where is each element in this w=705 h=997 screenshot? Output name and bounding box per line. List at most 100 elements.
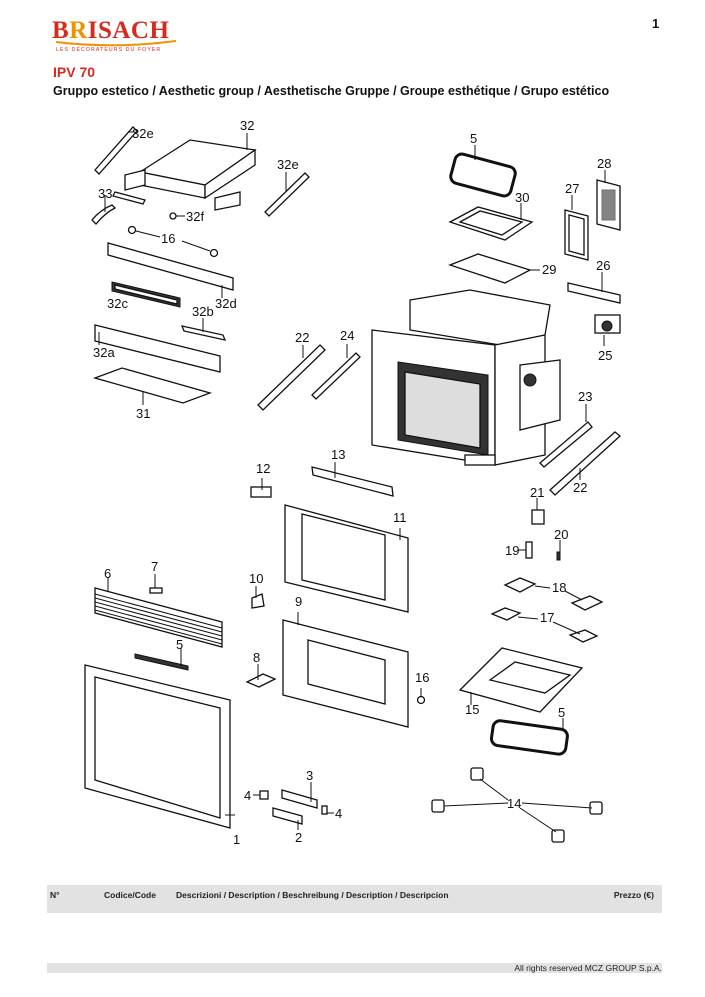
part-9-glass-door — [282, 612, 409, 728]
callout-24: 24 — [340, 328, 354, 343]
logo-letters-isach: ISACH — [87, 17, 170, 44]
logo-wordmark: BRISACH — [52, 18, 169, 44]
part-11-door-frame — [284, 504, 409, 613]
part-4-clips — [253, 790, 334, 815]
part-1-frame — [84, 664, 235, 829]
callout-32f: 32f — [186, 209, 204, 224]
parts-table-header: N° Codice/Code Descrizioni / Description… — [47, 885, 662, 913]
callout-9: 9 — [295, 594, 302, 609]
callout-32a: 32a — [93, 345, 115, 360]
part-16-screws — [127, 225, 219, 258]
callout-27: 27 — [565, 181, 579, 196]
part-19-clip — [518, 541, 533, 559]
callout-4a: 4 — [244, 788, 251, 803]
callout-8: 8 — [253, 650, 260, 665]
part-23-bracket — [539, 404, 593, 468]
part-17-plates — [490, 607, 599, 643]
logo-tagline: LES DÉCORATEURS DU FOYER — [56, 47, 162, 53]
callout-22-left: 22 — [295, 330, 309, 345]
stove-body — [371, 289, 561, 466]
part-8-plate — [245, 664, 277, 688]
part-22-left-rail — [257, 344, 326, 411]
part-28-plate — [596, 170, 621, 231]
part-30-flange — [448, 203, 534, 241]
part-32-hood — [124, 133, 257, 211]
diagram-svg: 1 2 3 4 4 5 5 5 6 7 8 9 10 11 12 13 14 1… — [84, 118, 622, 847]
part-6-grille — [94, 578, 223, 648]
logo-letter-b: B — [52, 17, 70, 44]
callout-32c: 32c — [107, 296, 128, 311]
brisach-logo: BRISACH LES DÉCORATEURS DU FOYER — [52, 18, 182, 58]
part-12-hinge — [250, 478, 272, 498]
callout-29: 29 — [542, 262, 556, 277]
part-5-gasket-strip — [134, 648, 189, 671]
column-code: Codice/Code — [104, 890, 156, 900]
part-32f-screw — [169, 212, 185, 220]
callout-19: 19 — [505, 543, 519, 558]
callout-32e-right: 32e — [277, 157, 299, 172]
callout-18: 18 — [552, 580, 566, 595]
part-18-gaskets — [503, 577, 604, 611]
part-15-tray — [458, 647, 584, 713]
part-31-plate — [92, 367, 213, 405]
logo-letter-r: R — [69, 17, 88, 44]
part-7-clip — [149, 574, 163, 594]
callout-10: 10 — [249, 571, 263, 586]
callout-5-bottom: 5 — [558, 705, 565, 720]
part-24-bracket — [311, 344, 361, 400]
callout-14: 14 — [507, 796, 521, 811]
part-32c-strip — [111, 281, 181, 308]
part-32b-clip — [180, 318, 227, 341]
callout-5-top: 5 — [470, 131, 477, 146]
part-26-bracket — [567, 272, 621, 304]
callout-31: 31 — [136, 406, 150, 421]
callout-32e-left: 32e — [132, 126, 154, 141]
callout-12: 12 — [256, 461, 270, 476]
column-price: Prezzo (€) — [613, 890, 654, 900]
part-10-latch — [251, 586, 265, 609]
callout-32d: 32d — [215, 296, 237, 311]
part-5-bottom-gasket — [489, 718, 569, 756]
callout-2: 2 — [295, 830, 302, 845]
callout-26: 26 — [596, 258, 610, 273]
logo-swoosh-icon — [55, 40, 177, 47]
column-number: N° — [50, 890, 60, 900]
callout-11: 11 — [393, 510, 407, 525]
part-22-right-rail — [549, 431, 622, 496]
part-2-handle — [272, 807, 303, 830]
part-20-spring — [556, 540, 561, 561]
callout-7: 7 — [151, 559, 158, 574]
exploded-parts-diagram: 1 2 3 4 4 5 5 5 6 7 8 9 10 11 12 13 14 1… — [60, 112, 660, 872]
part-25-motor — [594, 314, 621, 346]
copyright-text: All rights reserved MCZ GROUP S.p.A. — [514, 963, 662, 973]
part-16-knob — [416, 688, 426, 705]
callout-21: 21 — [530, 485, 544, 500]
callout-16-knob: 16 — [415, 670, 429, 685]
callout-30: 30 — [515, 190, 529, 205]
callout-22-right: 22 — [573, 480, 587, 495]
callout-16-screws: 16 — [161, 231, 175, 246]
page-number: 1 — [652, 16, 660, 31]
part-13-profile — [311, 462, 394, 497]
callout-20: 20 — [554, 527, 568, 542]
callout-4b: 4 — [335, 806, 342, 821]
callout-13: 13 — [331, 447, 345, 462]
model-title: IPV 70 — [53, 64, 96, 80]
part-21-plate — [531, 498, 545, 525]
part-32e-left-rail — [94, 126, 138, 175]
callout-3: 3 — [306, 768, 313, 783]
callout-17: 17 — [540, 610, 554, 625]
group-subtitle: Gruppo estetico / Aesthetic group / Aest… — [53, 84, 610, 98]
callout-6: 6 — [104, 566, 111, 581]
callout-28: 28 — [597, 156, 611, 171]
part-33-lever — [91, 191, 146, 225]
callout-32b: 32b — [192, 304, 214, 319]
callout-33: 33 — [98, 186, 112, 201]
callout-23: 23 — [578, 389, 592, 404]
part-29-gasket — [448, 253, 540, 284]
part-3-hinge — [281, 782, 318, 809]
part-32a-profile — [94, 324, 221, 373]
callout-15: 15 — [465, 702, 479, 717]
footer-bar: All rights reserved MCZ GROUP S.p.A. — [47, 963, 662, 973]
part-32d-panel — [107, 242, 234, 298]
